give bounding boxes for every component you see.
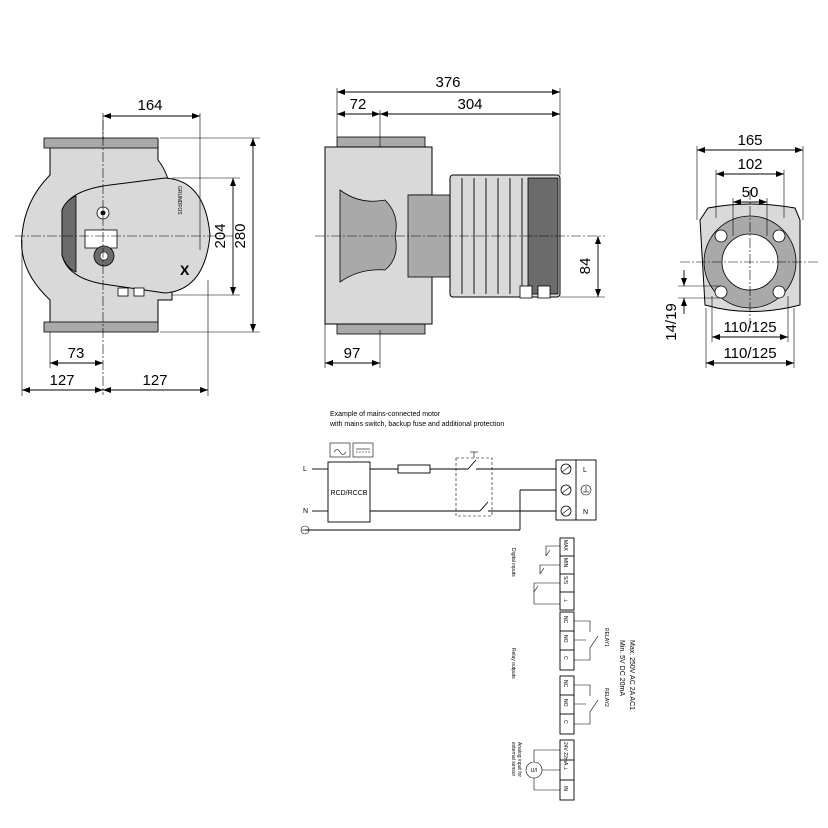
side-top-flange [336, 136, 426, 148]
fuse [397, 464, 431, 474]
ac-symbol-box [329, 442, 351, 458]
flange-view: 165 102 50 14/19 110/125 110/125 [663, 132, 820, 368]
dim-127-right: 127 [142, 372, 167, 389]
rcd-box [327, 461, 371, 523]
digital-inputs-label: Digital inputs [510, 548, 516, 577]
terminal-label-N: N [583, 509, 588, 516]
dim-204: 204 [212, 223, 229, 248]
dim-97: 97 [344, 345, 361, 362]
digital-terminal-gnd: ⊥ [562, 598, 568, 602]
relay-outputs-label: Relay outputs [510, 648, 516, 679]
analog-terminal-in: IN [562, 786, 568, 791]
relay2-terminal-block [559, 675, 575, 735]
dim-102: 102 [737, 156, 762, 173]
relay1-label: RELAY1 [603, 628, 609, 647]
bolt-hole-tl [714, 229, 728, 243]
dim-110-125-outer: 110/125 [723, 345, 776, 362]
side-gland-1 [519, 285, 533, 299]
rcd-label: RCD/RCCB [331, 490, 368, 497]
relay2-terminal-c: C [562, 720, 568, 724]
dim-14-19: 14/19 [663, 303, 680, 341]
relay1-terminal-no: NO [562, 635, 568, 643]
top-flange-front [43, 137, 159, 149]
x-logo: X [180, 262, 190, 278]
front-view: GRUNDFOS X 164 204 280 73 127 127 [15, 97, 260, 396]
dim-110-125-inner: 110/125 [723, 319, 776, 336]
digital-terminal-ss: S/S [562, 576, 568, 585]
dc-symbol-box [352, 442, 374, 458]
relay2-terminal-no: NO [562, 699, 568, 707]
side-view: 376 72 304 84 97 [315, 74, 605, 368]
caption-line-2: with mains switch, backup fuse and addit… [329, 421, 504, 428]
dim-127-left: 127 [49, 372, 74, 389]
bolt-hole-bl [714, 285, 728, 299]
analog-sensor-symbol: U/I [531, 768, 537, 774]
analog-terminal-gnd: ⊥ [562, 766, 568, 770]
terminal-label-L: L [583, 467, 587, 474]
relay1-terminal-nc: NC [562, 616, 568, 624]
relay2-contact [574, 684, 599, 725]
analog-wiring [533, 749, 560, 791]
dim-73: 73 [68, 345, 85, 362]
side-gland-2 [537, 285, 551, 299]
dim-280: 280 [232, 223, 249, 248]
relay1-contact [574, 620, 599, 661]
analog-label-line-2: external sensor [510, 742, 516, 777]
bolt-hole-tr [772, 229, 786, 243]
dim-376: 376 [435, 74, 460, 91]
relay2-label: RELAY2 [603, 688, 609, 707]
control-box-edge [61, 195, 77, 273]
cable-gland-1 [117, 287, 129, 297]
terminal-earth-symbol [580, 484, 592, 496]
relay-rating-line-1: Max. 250V AC 2A AC1 [628, 640, 635, 710]
bolt-hole-br [772, 285, 786, 299]
mains-switch [455, 457, 493, 517]
digital-input-wiring [533, 545, 560, 605]
digital-terminal-max: MAX [562, 540, 568, 552]
wiring-diagram: Example of mains-connected motor with ma… [300, 411, 635, 801]
dim-165: 165 [737, 132, 762, 149]
caption-line-1: Example of mains-connected motor [330, 411, 441, 418]
earth-symbol [300, 525, 310, 535]
relay2-terminal-nc: NC [562, 680, 568, 688]
dim-164: 164 [137, 97, 162, 114]
side-bottom-flange [336, 323, 426, 335]
dim-84: 84 [577, 258, 594, 275]
line-label-N: N [303, 508, 308, 515]
display-window [84, 229, 118, 249]
dim-50: 50 [742, 184, 759, 201]
relay1-terminal-c: C [562, 656, 568, 660]
relay-rating-line-2: Min. 5V DC 20mA [618, 640, 625, 696]
brand-logo-text: GRUNDFOS [176, 186, 182, 215]
dim-304: 304 [457, 96, 482, 113]
digital-terminal-min: MIN [562, 558, 568, 568]
analog-label-line-1: Analog input for [516, 742, 522, 777]
line-label-L: L [303, 466, 307, 473]
bottom-flange-front [43, 321, 159, 333]
dim-72: 72 [350, 96, 367, 113]
analog-terminal-24v: 24V 22mA [562, 742, 568, 766]
cable-gland-2 [133, 287, 145, 297]
relay1-terminal-block [559, 611, 575, 671]
